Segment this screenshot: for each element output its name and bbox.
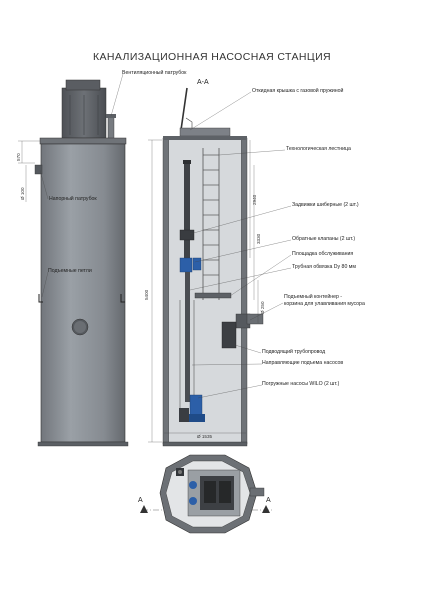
tank-wall-left xyxy=(162,137,170,445)
dim-570: 570 xyxy=(16,153,21,161)
tank-top-ring xyxy=(163,136,247,140)
dim-pipe-diameter: Ø 100 xyxy=(20,187,25,200)
fan-cap xyxy=(65,79,101,91)
check-valve-blue xyxy=(179,257,193,273)
dim-height: 5400 xyxy=(144,289,149,300)
label-container-line2: корзина для улавливания мусора xyxy=(284,301,365,307)
page-title: КАНАЛИЗАЦИОННАЯ НАСОСНАЯ СТАНЦИЯ xyxy=(93,51,331,63)
service-platform xyxy=(194,292,232,299)
label-platform: Площадка обслуживания xyxy=(292,251,354,257)
tank-base xyxy=(37,441,129,447)
lifting-loop-left xyxy=(38,294,43,303)
dim-diameter: Ø 1535 xyxy=(197,434,213,439)
label-container-line1: Подъемный контейнер - xyxy=(284,294,343,300)
dim-3330: 3330 xyxy=(256,233,261,244)
label-lid: Откидная крышка с газовой пружиной xyxy=(252,88,344,94)
vent-pipe xyxy=(107,116,115,141)
label-gate-valves: Задвижки шиберные (2 шт.) xyxy=(292,202,359,208)
label-check-valves: Обратные клапаны (2 шт.) xyxy=(292,236,356,242)
check-valve-blue-2 xyxy=(192,257,202,271)
cut-mark-left: А xyxy=(138,497,143,504)
label-pumps: Погружные насосы WILO (2 шт.) xyxy=(262,381,340,387)
lifting-loop-right xyxy=(120,294,125,303)
discharge-riser xyxy=(184,160,190,270)
basket-body xyxy=(221,321,237,349)
plan-inlet xyxy=(249,487,265,497)
section-base xyxy=(162,441,248,447)
dim-inlet: Ø 250 xyxy=(260,301,265,314)
front-view xyxy=(18,73,129,447)
section-view xyxy=(148,87,292,447)
label-lifting-loops: Подъемные петли xyxy=(48,268,92,274)
plan-view xyxy=(140,454,272,534)
label-guides: Направляющие подъема насосов xyxy=(262,360,344,366)
label-inlet: Подводящий трубопровод xyxy=(262,349,326,355)
inlet-pipe xyxy=(246,313,264,325)
tank-body xyxy=(40,143,126,443)
hinged-lid xyxy=(180,87,188,131)
tank-rim xyxy=(39,137,127,145)
cut-mark-right: А xyxy=(266,497,271,504)
section-label: А-А xyxy=(197,79,209,86)
dim-2940: 2940 xyxy=(252,194,257,205)
tank-wall-right xyxy=(240,137,248,445)
plan-valve-1 xyxy=(189,481,197,489)
label-piping: Трубная обвязка Dy 80 мм xyxy=(292,264,356,270)
label-pressure-pipe: Напорный патрубок xyxy=(49,196,97,202)
pressure-pipe xyxy=(34,164,43,175)
gate-valve xyxy=(179,229,195,241)
plan-valve-2 xyxy=(189,497,197,505)
label-vent-pipe: Вентиляционный патрубок xyxy=(122,70,187,76)
pump-pipe xyxy=(185,272,190,402)
top-hatch xyxy=(179,127,231,137)
submersible-pump xyxy=(179,394,205,422)
ladder xyxy=(202,148,220,300)
label-ladder: Технологическая лестница xyxy=(286,146,351,152)
